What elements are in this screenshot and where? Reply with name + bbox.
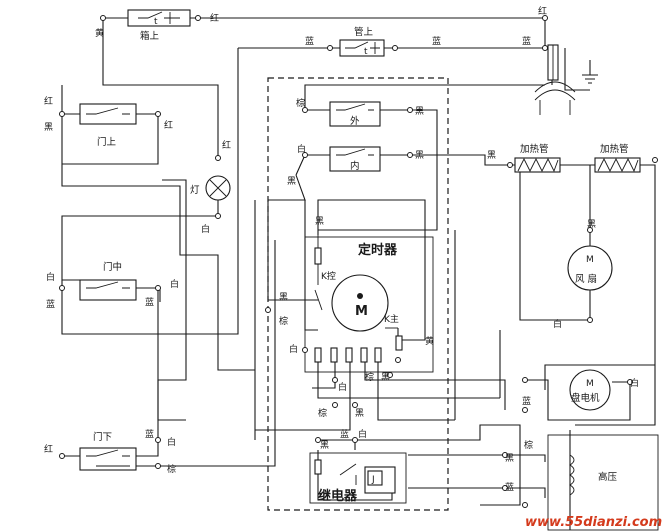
watermark: www.55dianzi.com bbox=[525, 515, 662, 530]
wire-blue-label: 蓝 bbox=[340, 428, 349, 440]
lamp: 灯 bbox=[190, 175, 231, 201]
fan-label: 风 扇 bbox=[575, 273, 597, 285]
hv-transformer: 高压 bbox=[569, 454, 618, 496]
wire-brown-label: 棕 bbox=[296, 97, 305, 109]
heater-1-label: 加热管 bbox=[520, 143, 549, 155]
inner-label: 内 bbox=[350, 160, 360, 172]
wire-black-label: 黑 bbox=[287, 176, 296, 187]
hv-label: 高压 bbox=[598, 471, 618, 483]
fan-motor: M 风 扇 bbox=[567, 245, 613, 291]
wire-red-label: 红 bbox=[222, 139, 231, 151]
wire-blue-label: 蓝 bbox=[505, 481, 514, 493]
hv-box bbox=[547, 434, 659, 531]
heater-2: 加热管 bbox=[594, 143, 641, 173]
wire-white-label: 白 bbox=[167, 436, 176, 448]
outer-label: 外 bbox=[350, 115, 360, 127]
wire-white-label: 白 bbox=[170, 278, 179, 290]
wire-brown-label: 棕 bbox=[279, 315, 288, 327]
wire-red-label: 红 bbox=[44, 443, 53, 455]
wire-white-label: 白 bbox=[338, 381, 347, 393]
disc-m-label: M bbox=[586, 379, 594, 389]
wire-black-label: 黑 bbox=[587, 219, 596, 230]
wire-white-label: 白 bbox=[297, 143, 306, 155]
thermo-t-label: t bbox=[154, 17, 158, 27]
wire-brown-label: 棕 bbox=[365, 371, 374, 383]
wire-white-label: 白 bbox=[630, 377, 639, 389]
pipe-top-thermostat: t 管上 bbox=[339, 26, 385, 57]
door-top-label: 门上 bbox=[97, 136, 117, 148]
wire-blue-label: 蓝 bbox=[305, 35, 314, 47]
wire-brown-label: 棕 bbox=[167, 463, 176, 475]
door-bottom-switch: 门下 bbox=[79, 431, 137, 471]
wire-black-label: 黑 bbox=[381, 372, 390, 383]
inner-switch: 内 bbox=[329, 146, 381, 172]
wire-labels: 黄 红 红 蓝 蓝 蓝 红 黑 红 红 白 棕 黑 白 黑 黑 黑 黑 黑 白 … bbox=[44, 5, 639, 493]
wire-red-label: 红 bbox=[44, 95, 53, 107]
door-mid-switch: 门中 bbox=[79, 261, 137, 301]
junctions bbox=[59, 15, 658, 508]
heater-2-label: 加热管 bbox=[600, 143, 629, 155]
wire-red-label: 红 bbox=[164, 119, 173, 131]
wire-blue-label: 蓝 bbox=[522, 395, 531, 407]
wire-black-label: 黑 bbox=[505, 453, 514, 464]
wire-white-label: 白 bbox=[46, 271, 55, 283]
wire-blue-label: 蓝 bbox=[145, 428, 154, 440]
wire-blue-label: 蓝 bbox=[522, 35, 531, 47]
wire-yellow-label: 黄 bbox=[95, 27, 104, 39]
disc-motor-label: 盘电机 bbox=[571, 392, 600, 404]
wire-brown-label: 棕 bbox=[524, 439, 533, 451]
relay: J 继电器 bbox=[314, 459, 396, 504]
heater-1: 加热管 bbox=[514, 143, 561, 173]
wire-red-label: 红 bbox=[210, 12, 219, 24]
wire-red-label: 红 bbox=[538, 5, 547, 17]
wire-blue-label: 蓝 bbox=[432, 35, 441, 47]
wire-black-label: 黑 bbox=[415, 106, 424, 117]
wire-brown-label: 棕 bbox=[318, 407, 327, 419]
fan-m-label: M bbox=[586, 255, 594, 265]
wire-blue-label: 蓝 bbox=[46, 298, 55, 310]
wire-black-label: 黑 bbox=[279, 292, 288, 303]
wire-white-label: 白 bbox=[358, 428, 367, 440]
k-ctrl-label: K控 bbox=[321, 270, 336, 282]
thermo-t2-label: t bbox=[364, 47, 368, 57]
timer-label: 定时器 bbox=[357, 242, 398, 258]
magnetron-fuse bbox=[534, 44, 576, 115]
control-board-enclosure bbox=[267, 77, 449, 511]
relay-j-label: J bbox=[371, 475, 375, 485]
door-mid-label: 门中 bbox=[103, 261, 122, 273]
door-top-switch: 门上 bbox=[79, 103, 137, 148]
timer-motor-m: M bbox=[355, 304, 368, 319]
k-main-label: K主 bbox=[384, 313, 399, 325]
timer-box bbox=[304, 236, 434, 373]
wire-black-label: 黑 bbox=[355, 408, 364, 419]
wire-white-label: 白 bbox=[553, 318, 562, 330]
disc-motor: M 盘电机 bbox=[569, 369, 611, 411]
wire-blue-label: 蓝 bbox=[145, 296, 154, 308]
wire-black-label: 黑 bbox=[487, 150, 496, 161]
relay-label: 继电器 bbox=[318, 488, 358, 504]
relay-box bbox=[309, 452, 407, 504]
box-top-thermostat: t 箱上 bbox=[127, 9, 191, 42]
wire-yellow-label: 黄 bbox=[425, 335, 434, 347]
pipe-top-label: 管上 bbox=[354, 26, 374, 38]
lamp-label: 灯 bbox=[190, 185, 200, 196]
wire-white-label: 白 bbox=[201, 223, 210, 235]
door-bottom-label: 门下 bbox=[93, 431, 112, 443]
wire-black-label: 黑 bbox=[320, 440, 329, 451]
wire-black-label: 黑 bbox=[315, 216, 324, 227]
outer-switch: 外 bbox=[329, 101, 381, 127]
wire-white-label: 白 bbox=[289, 343, 298, 355]
wire-black-label: 黑 bbox=[415, 150, 424, 161]
timer: 定时器 M K控 K主 bbox=[314, 235, 403, 363]
box-top-label: 箱上 bbox=[140, 30, 160, 42]
wire-black-label: 黑 bbox=[44, 122, 53, 133]
